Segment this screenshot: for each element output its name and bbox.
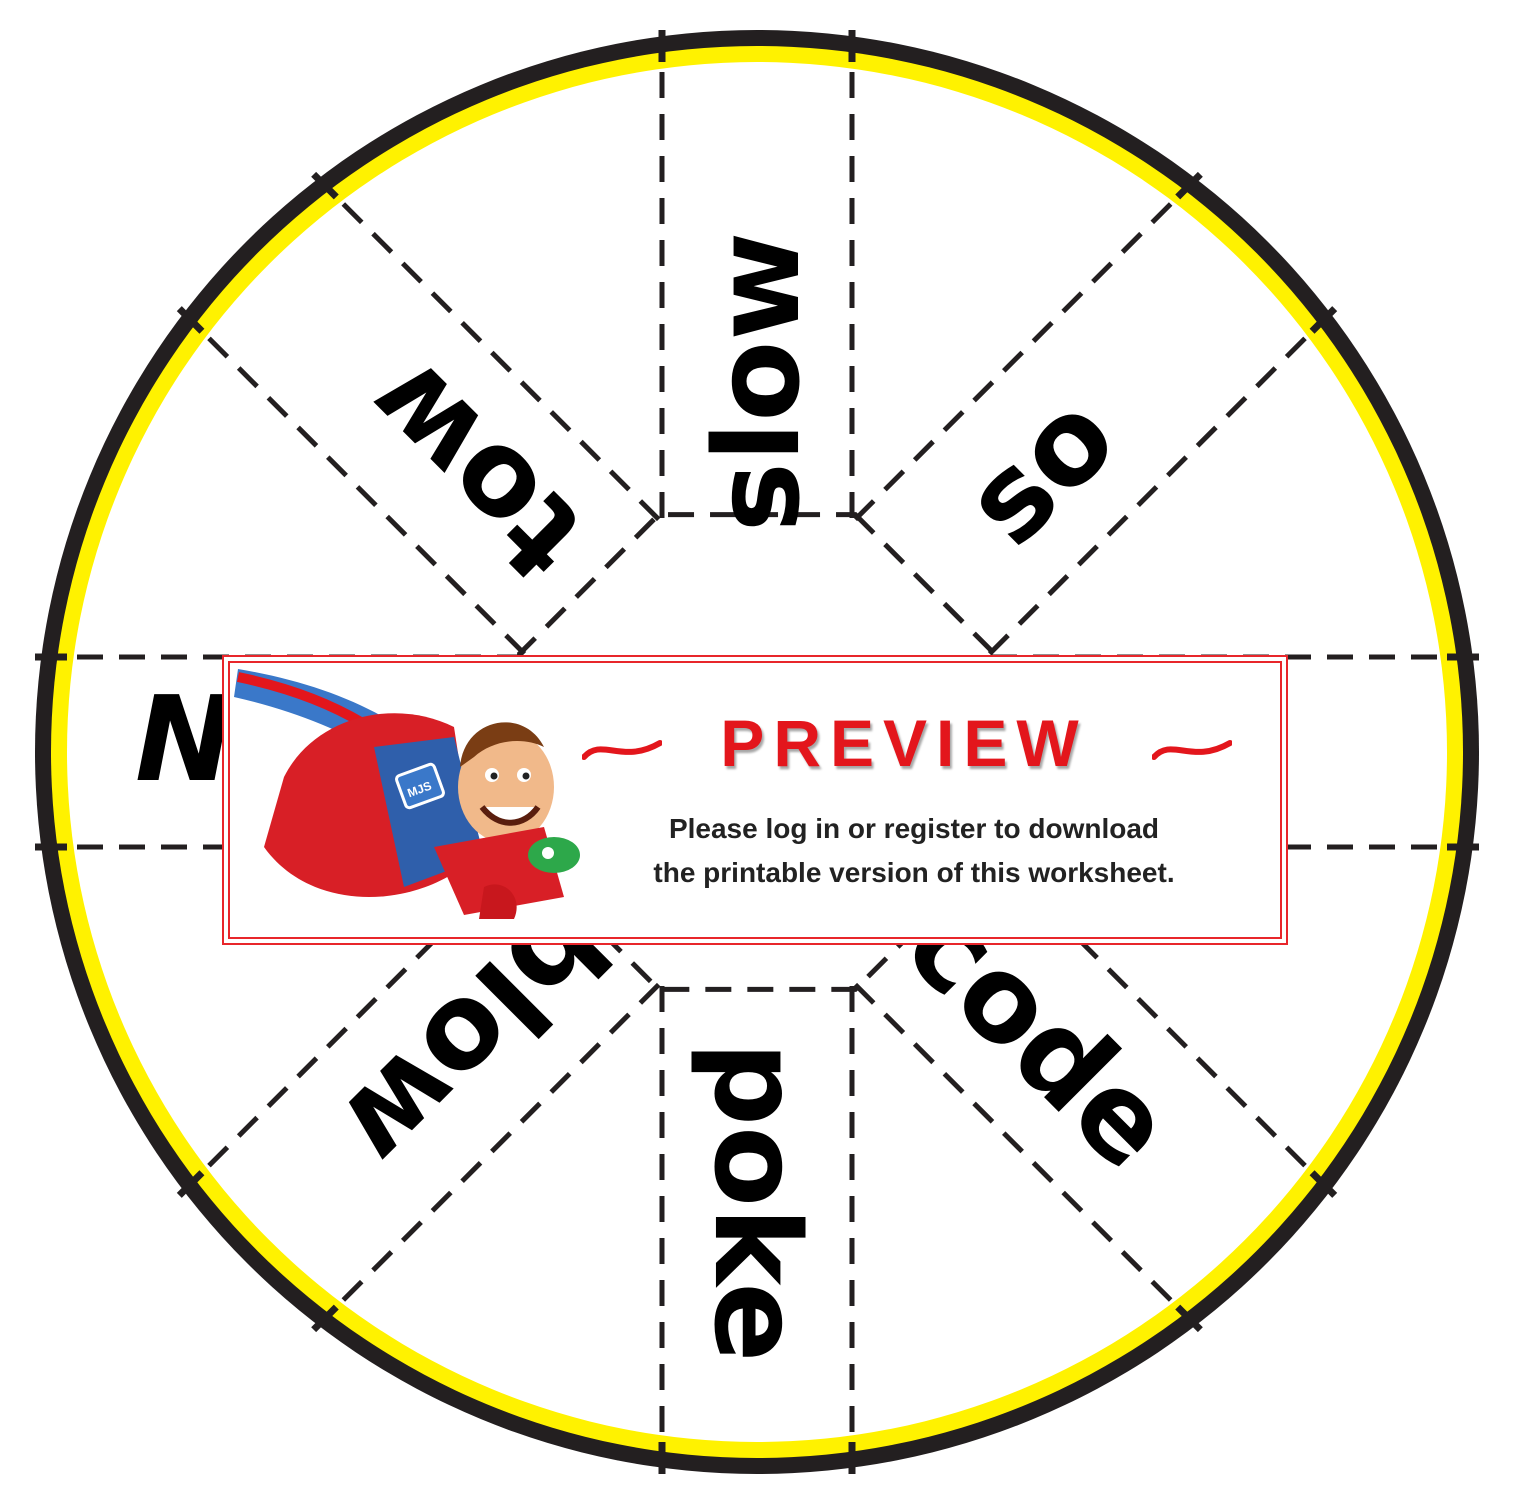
wheel-word-left: N [135, 670, 234, 808]
wheel-word: poke [688, 1042, 826, 1363]
superhero-mascot-icon: MJS [224, 657, 584, 947]
preview-message-line1: Please log in or register to download [594, 807, 1234, 851]
preview-title: PREVIEW [584, 705, 1224, 781]
preview-banner: MJS PREVIEW Please log in or register to… [222, 655, 1288, 945]
right-swash-icon [1152, 735, 1232, 765]
wheel-word: slow [688, 232, 826, 533]
preview-message-line2: the printable version of this worksheet. [594, 851, 1234, 895]
preview-message: Please log in or register to download th… [594, 807, 1234, 895]
